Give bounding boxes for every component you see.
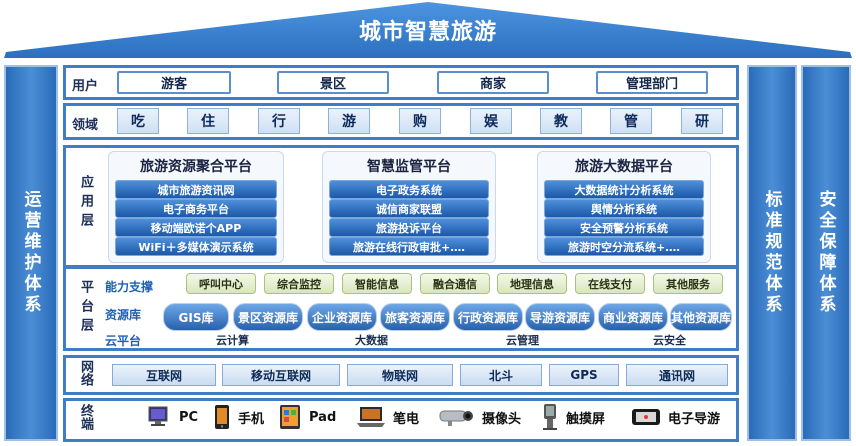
domain-item: 娱 [470, 108, 512, 134]
terminal-laptop: 笔电 [355, 405, 419, 429]
terminal-label: 终端 [78, 404, 93, 430]
pillar-standards-text: 标准规范体系 [761, 190, 782, 316]
platform-item: 城市旅游资讯网 [115, 180, 277, 199]
platform-item: 大数据统计分析系统 [544, 180, 704, 199]
resource-item: 其他资源库 [670, 303, 732, 331]
phone-icon [215, 405, 229, 429]
touchscreen-icon [543, 404, 557, 430]
capability-item: 地理信息 [497, 273, 567, 294]
terminal-pc: PC [143, 405, 198, 429]
capability-item: 智能信息 [342, 273, 412, 294]
platform-item: 旅游时空分流系统+‥‥ [544, 237, 704, 256]
platform-item: 舆情分析系统 [544, 199, 704, 218]
terminal-label-text: 触摸屏 [566, 411, 606, 427]
terminal-label-text: Pad [309, 409, 337, 425]
pc-icon [148, 406, 168, 426]
platform-item: 旅游投诉平台 [329, 218, 489, 237]
domain-item: 教 [540, 108, 582, 134]
sublabel-cloud-platform: 云平台 [105, 334, 142, 348]
terminal-label-text: 电子导游 [668, 411, 721, 427]
capability-item: 融合通信 [420, 273, 490, 294]
resource-item: 导游资源库 [525, 303, 595, 331]
terminal-camera: 摄像头 [438, 405, 521, 429]
capability-item: 呼叫中心 [186, 273, 256, 294]
terminal-label-text: PC [179, 409, 199, 425]
terminal-pad: Pad [277, 405, 336, 429]
network-item: 北斗 [460, 364, 542, 386]
capability-item: 综合监控 [264, 273, 334, 294]
domain-item: 研 [681, 108, 723, 134]
platform-item: WiFi＋多媒体演示系统 [115, 237, 277, 256]
platform-title: 旅游资源聚合平台 [140, 159, 252, 175]
guide-device-icon [632, 409, 660, 425]
resource-item: 景区资源库 [233, 303, 303, 331]
terminal-guide-device: 电子导游 [630, 405, 720, 429]
platform-item: 移动端欧诺个APP [115, 218, 277, 237]
platform-item: 诚信商家联盟 [329, 199, 489, 218]
resource-item: 行政资源库 [453, 303, 523, 331]
pillar-operations-text: 运营维护体系 [20, 190, 41, 316]
user-scenic-area: 景区 [277, 71, 389, 94]
domain-item: 吃 [117, 108, 159, 134]
users-label: 用户 [72, 79, 99, 94]
resource-item: GIS库 [163, 303, 229, 331]
cloud-item: 云管理 [506, 334, 539, 347]
platform-item: 旅游在线行政审批+‥‥ [329, 237, 489, 256]
pillar-security-text: 安全保障体系 [815, 190, 836, 316]
user-merchant: 商家 [437, 71, 549, 94]
pad-icon [280, 405, 300, 429]
roof-banner [4, 2, 852, 58]
cloud-item: 云计算 [216, 334, 249, 347]
user-administration: 管理部门 [596, 71, 708, 94]
page-title: 城市智慧旅游 [358, 20, 497, 45]
camera-icon [439, 410, 473, 426]
domain-item: 行 [258, 108, 300, 134]
terminal-label-text: 摄像头 [482, 411, 522, 427]
domains-label: 领域 [72, 118, 99, 133]
laptop-icon [357, 407, 385, 427]
network-label: 网络 [78, 360, 93, 386]
resource-item: 旅客资源库 [380, 303, 450, 331]
platform-item: 电子商务平台 [115, 199, 277, 218]
platform-smart-supervision: 智慧监管平台 电子政务系统 诚信商家联盟 旅游投诉平台 旅游在线行政审批+‥‥ [322, 151, 496, 263]
network-item: 互联网 [112, 364, 216, 386]
terminal-touchscreen: 触摸屏 [540, 404, 606, 430]
terminal-row [63, 398, 739, 442]
cloud-item: 大数据 [355, 334, 388, 347]
platform-label: 平台层 [78, 280, 93, 337]
user-tourist: 游客 [117, 71, 231, 94]
capability-item: 在线支付 [575, 273, 645, 294]
terminal-label-text: 手机 [238, 411, 265, 427]
platform-tourism-big-data: 旅游大数据平台 大数据统计分析系统 舆情分析系统 安全预警分析系统 旅游时空分流… [537, 151, 711, 263]
network-item: GPS [549, 364, 619, 386]
domain-item: 游 [328, 108, 370, 134]
network-item: 物联网 [347, 364, 453, 386]
resource-item: 企业资源库 [307, 303, 377, 331]
domain-item: 购 [399, 108, 441, 134]
terminal-phone: 手机 [212, 405, 264, 429]
terminal-label-text: 笔电 [393, 411, 420, 427]
platform-title: 智慧监管平台 [367, 159, 451, 175]
domain-item: 住 [187, 108, 229, 134]
pillar-standards: 标准规范体系 [747, 65, 797, 441]
network-item: 通讯网 [626, 364, 728, 386]
platform-item: 安全预警分析系统 [544, 218, 704, 237]
domain-item: 管 [610, 108, 652, 134]
application-label: 应用层 [78, 175, 93, 232]
resource-item: 商业资源库 [598, 303, 668, 331]
platform-title: 旅游大数据平台 [575, 159, 673, 175]
pillar-security: 安全保障体系 [801, 65, 851, 441]
platform-item: 电子政务系统 [329, 180, 489, 199]
cloud-item: 云安全 [653, 334, 686, 347]
sublabel-resource-library: 资源库 [105, 308, 142, 322]
pillar-operations: 运营维护体系 [4, 65, 58, 441]
sublabel-capability: 能力支撑 [105, 280, 154, 294]
platform-tourism-resources: 旅游资源聚合平台 城市旅游资讯网 电子商务平台 移动端欧诺个APP WiFi＋多… [108, 151, 284, 263]
capability-item: 其他服务 [653, 273, 723, 294]
network-item: 移动互联网 [222, 364, 340, 386]
